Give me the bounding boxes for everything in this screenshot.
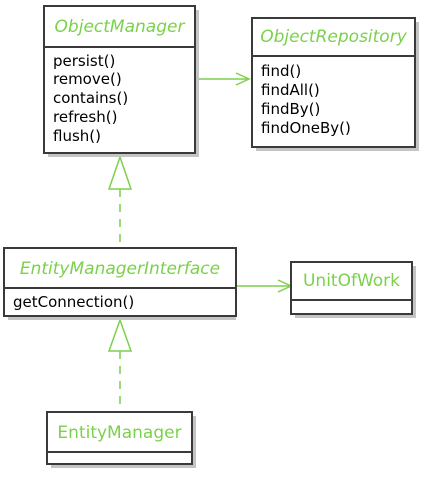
class-unitofwork: UnitOfWork (290, 261, 416, 318)
class-box (251, 17, 416, 148)
method: remove() (53, 70, 122, 88)
class-box (43, 5, 196, 154)
class-box (290, 261, 413, 315)
class-entitymanagerinterface: EntityManagerInterface getConnection() (3, 247, 237, 320)
class-name: ObjectRepository (260, 27, 407, 47)
class-box (46, 411, 193, 465)
class-entitymanager: EntityManager (46, 411, 196, 468)
class-name: EntityManager (57, 423, 181, 443)
class-name: EntityManagerInterface (20, 259, 220, 279)
class-objectrepository: ObjectRepository find() findAll() findBy… (251, 17, 419, 151)
method: getConnection() (13, 293, 134, 311)
hollow-triangle-icon (107, 154, 133, 190)
method: contains() (53, 89, 128, 107)
method: find() (261, 62, 301, 80)
method: findOneBy() (261, 119, 351, 137)
method: refresh() (53, 108, 117, 126)
class-box (3, 247, 237, 317)
association-entitymanagerinterface-unitofwork (236, 279, 293, 293)
class-name: UnitOfWork (303, 271, 400, 291)
method: persist() (53, 52, 115, 70)
class-objectmanager: ObjectManager persist() remove() contain… (43, 5, 199, 157)
method: flush() (53, 127, 101, 145)
arrowhead-icon (235, 72, 251, 86)
class-name: ObjectManager (55, 17, 186, 37)
association-objectmanager-objectrepository (195, 72, 251, 86)
realization-entitymanagerinterface-objectmanager (107, 154, 133, 248)
realization-entitymanager-entitymanagerinterface (107, 317, 133, 412)
method: findBy() (261, 100, 320, 118)
hollow-triangle-icon (107, 317, 133, 352)
method: findAll() (261, 81, 320, 99)
